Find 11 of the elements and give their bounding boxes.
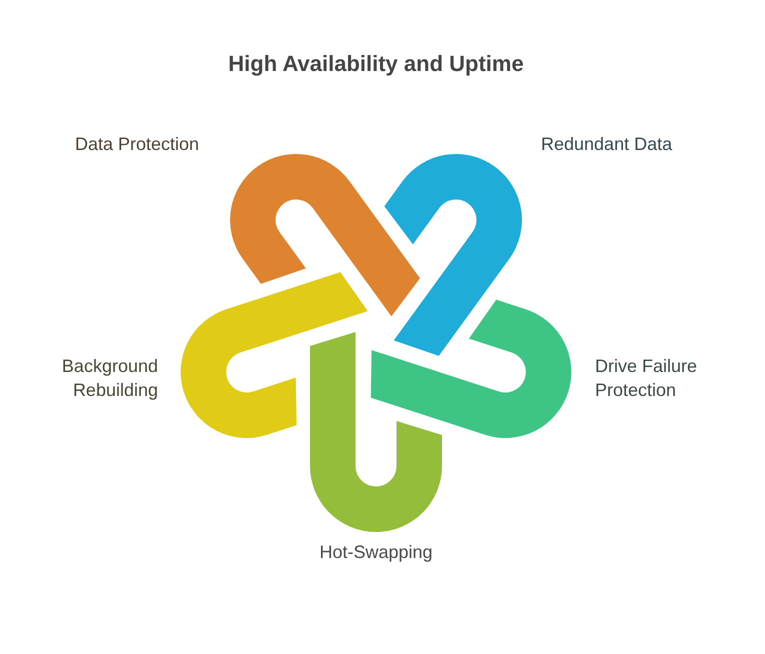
u-shaped-band — [384, 154, 522, 356]
u-shaped-band — [230, 154, 420, 316]
band-label: Background Rebuilding — [60, 355, 158, 402]
band-label: Data Protection — [75, 133, 200, 156]
band-label: Drive Failure Protection — [595, 355, 698, 402]
u-shaped-band — [370, 300, 572, 438]
band-label: Redundant Data — [541, 133, 672, 156]
u-shaped-band — [310, 332, 442, 532]
diagram-title: High Availability and Uptime — [227, 50, 525, 78]
u-shaped-band — [180, 272, 368, 438]
band-label: Hot-Swapping — [319, 541, 433, 564]
